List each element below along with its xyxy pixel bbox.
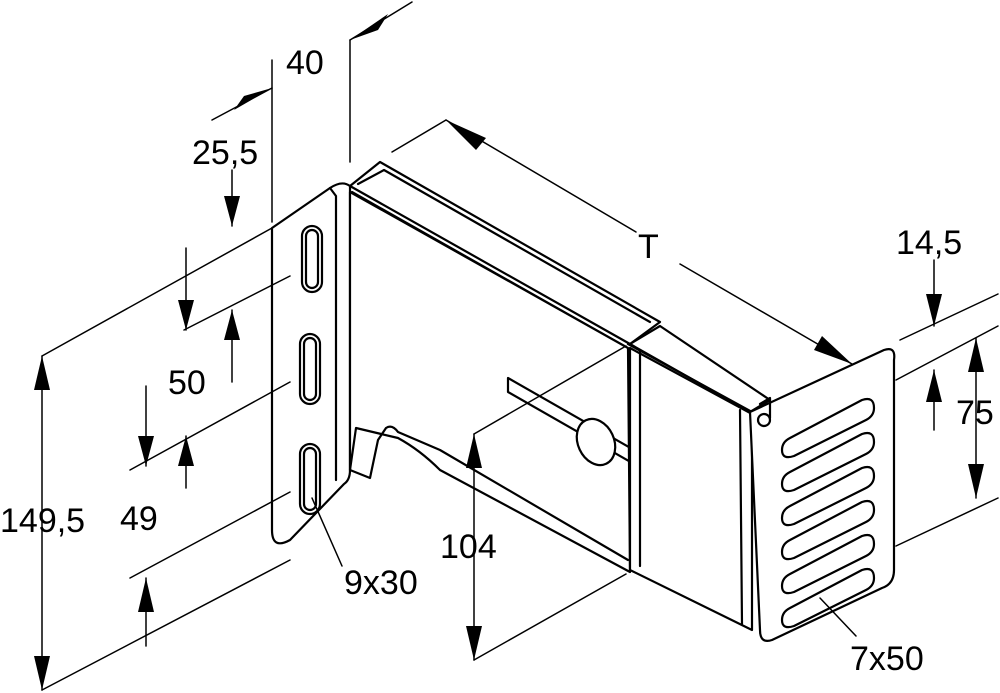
flange-slot-4 [780, 499, 876, 561]
dim-9x30: 9x30 [344, 564, 418, 602]
back-slot-3 [298, 442, 322, 516]
dim-T: T [638, 228, 659, 266]
dim-14-5: 14,5 [896, 224, 962, 262]
back-mounting-plate [270, 182, 352, 545]
back-slot-2 [298, 332, 322, 406]
flange-slot-1 [780, 397, 876, 459]
flange-slot-5 [780, 533, 876, 595]
dim-50: 50 [168, 364, 206, 402]
dim-7x50: 7x50 [850, 640, 924, 678]
sliding-extension [626, 324, 772, 632]
dim-149-5: 149,5 [0, 502, 85, 540]
dim-40: 40 [286, 44, 324, 82]
flange-slot-2 [780, 431, 876, 493]
flange-slot-6 [780, 567, 876, 629]
main-bracket-body [348, 160, 696, 574]
arrowheads [34, 14, 984, 690]
dim-25-5: 25,5 [192, 134, 258, 172]
front-flange-plate [748, 348, 896, 642]
flange-slot-3 [780, 465, 876, 527]
dim-49: 49 [120, 500, 158, 538]
dim-75: 75 [956, 394, 994, 432]
dim-104: 104 [440, 528, 497, 566]
bolt-head [575, 417, 617, 467]
back-slot-1 [300, 224, 324, 294]
